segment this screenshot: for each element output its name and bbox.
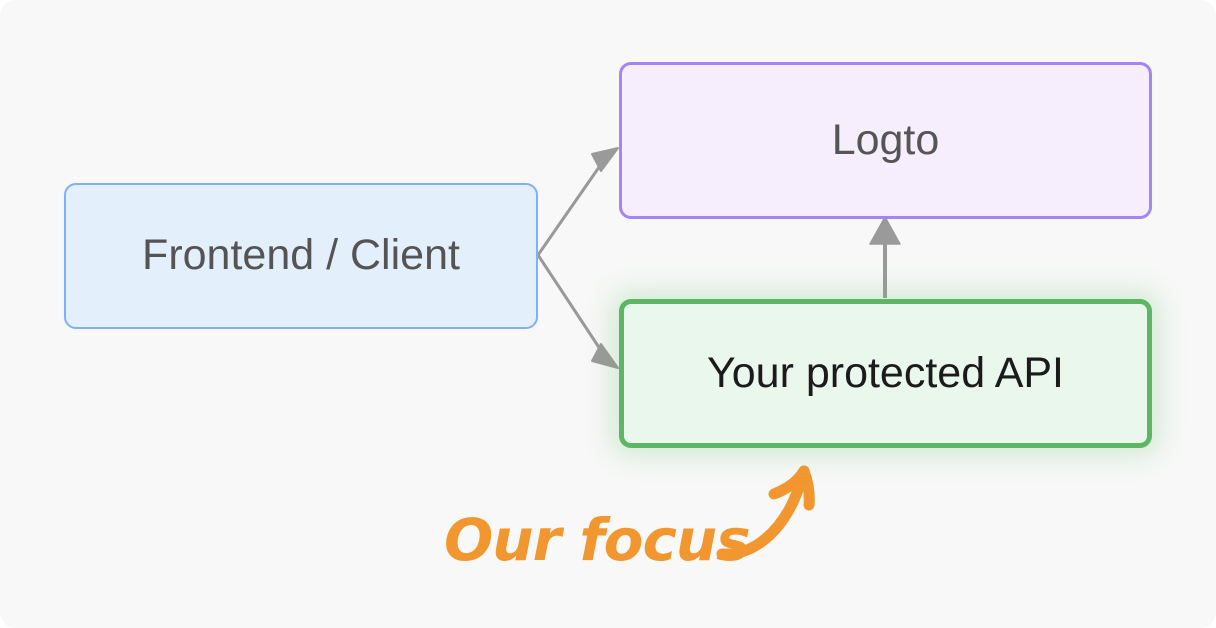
edge-api-to-logto <box>869 216 901 298</box>
edge-frontend-to-logto <box>536 147 619 257</box>
node-your-protected-api[interactable]: Your protected API <box>619 299 1152 448</box>
node-logto-label: Logto <box>831 115 940 164</box>
our-focus-arrow-icon <box>716 465 815 560</box>
node-logto[interactable]: Logto <box>619 62 1152 219</box>
edge-frontend-to-api <box>536 253 619 369</box>
node-frontend-client-label: Frontend / Client <box>142 231 460 280</box>
our-focus-annotation-label: Our focus <box>444 506 751 574</box>
node-your-protected-api-label: Your protected API <box>707 348 1064 397</box>
node-frontend-client[interactable]: Frontend / Client <box>64 183 538 329</box>
